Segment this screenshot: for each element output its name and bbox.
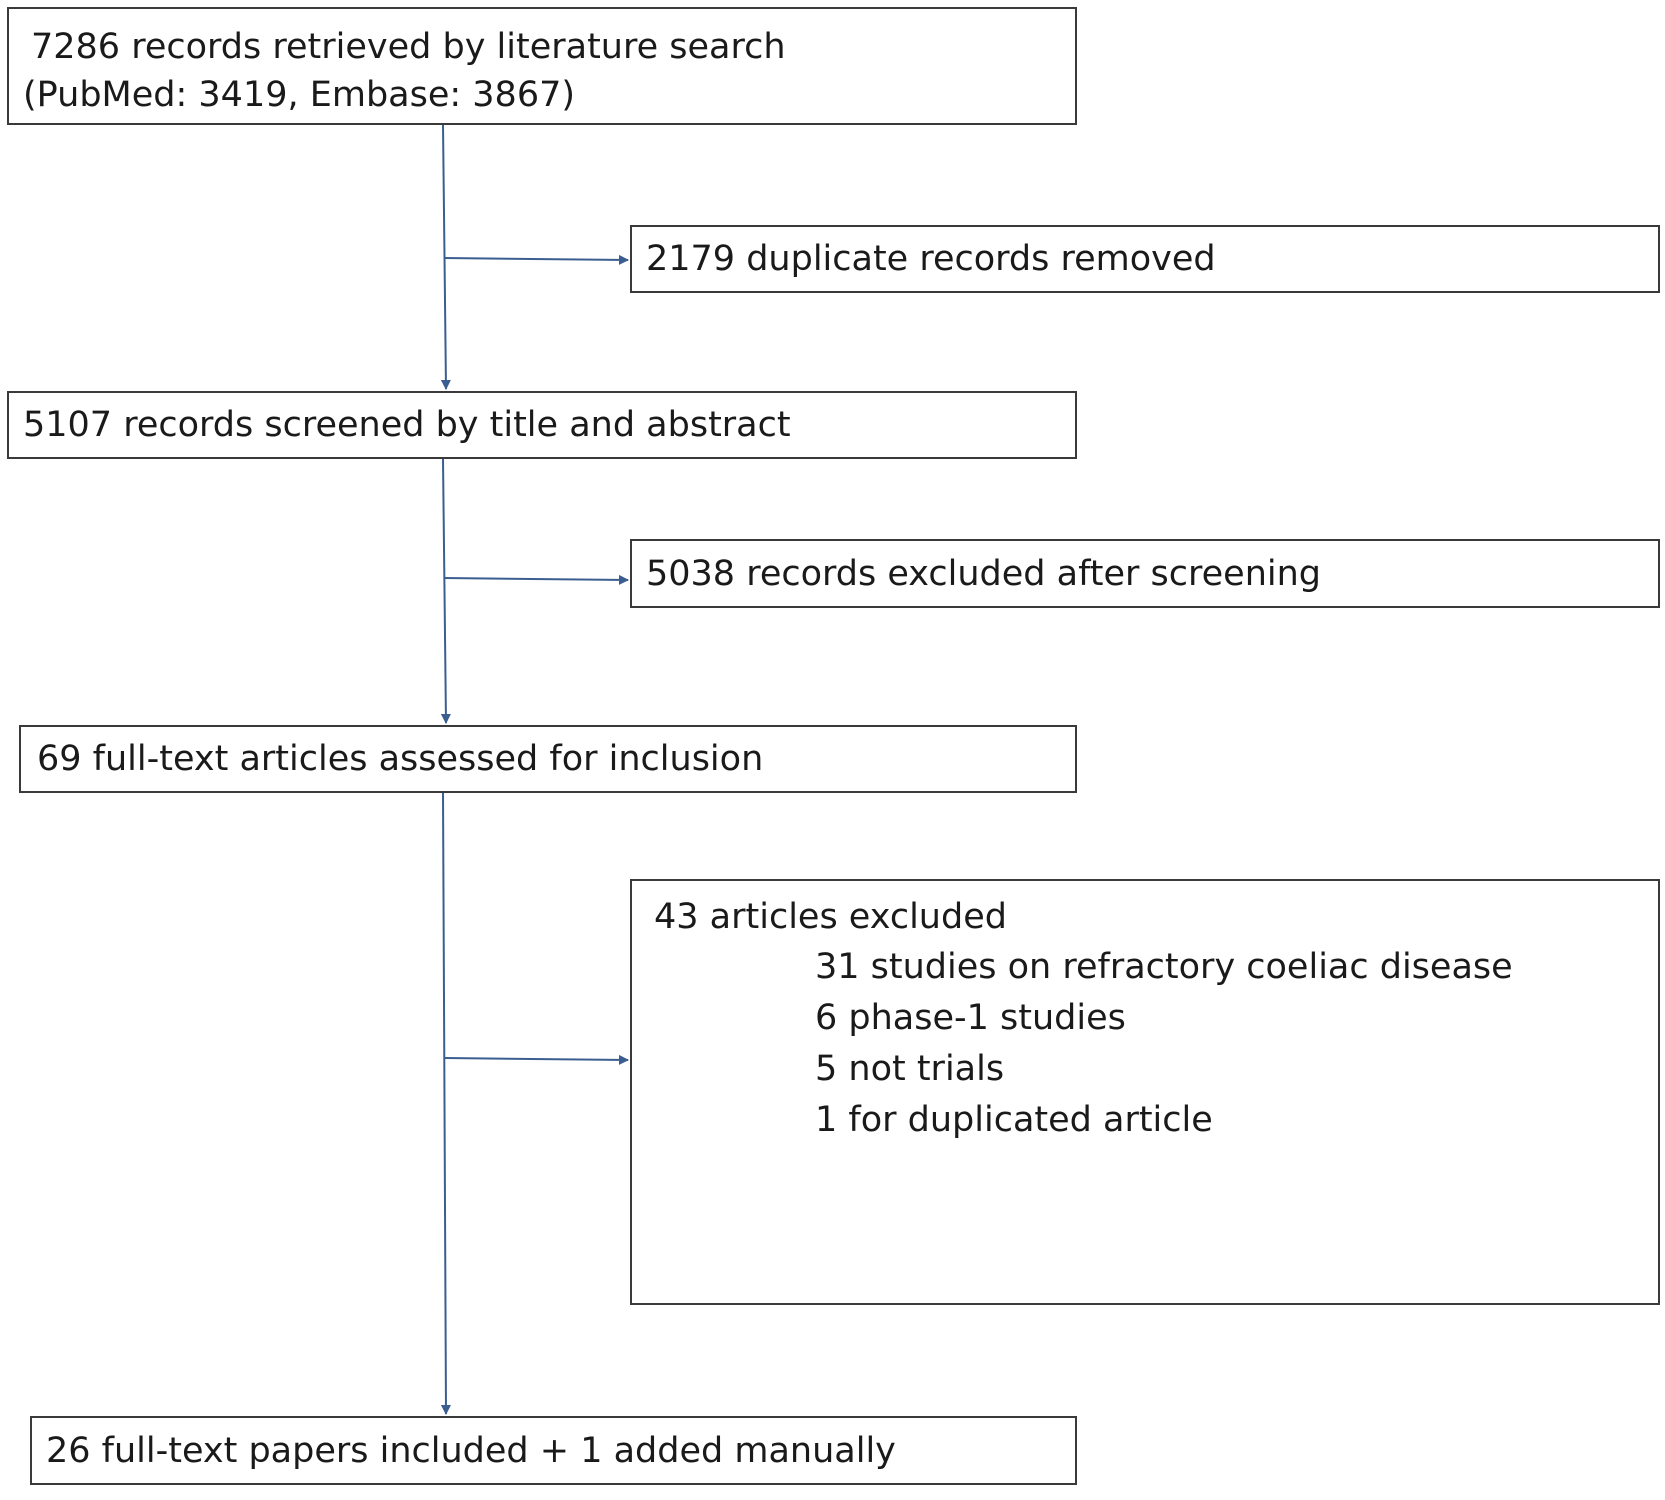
excluded-full-text-heading: 43 articles excluded	[654, 897, 1007, 937]
full-text-assessed-box: 69 full-text articles assessed for inclu…	[19, 725, 1077, 793]
full-text-assessed-label: 69 full-text articles assessed for inclu…	[37, 739, 764, 779]
arrow-identified-to-screened	[440, 124, 451, 390]
excluded-screening-box: 5038 records excluded after screening	[630, 539, 1660, 608]
arrow-screened-to-fulltext	[440, 458, 451, 724]
identified-line-1: 7286 records retrieved by literature sea…	[31, 27, 786, 67]
screened-label: 5107 records screened by title and abstr…	[23, 405, 791, 445]
exclusion-reason-item: 6 phase-1 studies	[815, 998, 1126, 1038]
excluded-full-text-box: 43 articles excluded 31 studies on refra…	[630, 879, 1660, 1305]
arrow-to-excluded-fulltext	[444, 1054, 629, 1065]
screened-box: 5107 records screened by title and abstr…	[7, 391, 1077, 459]
included-box: 26 full-text papers included + 1 added m…	[30, 1416, 1077, 1485]
exclusion-reason-item: 1 for duplicated article	[815, 1100, 1213, 1140]
exclusion-reasons-list: 31 studies on refractory coeliac disease…	[815, 942, 1513, 1146]
arrow-to-duplicates-removed	[443, 254, 629, 265]
exclusion-reason-item: 31 studies on refractory coeliac disease	[815, 947, 1513, 987]
arrow-to-excluded-screening	[443, 574, 629, 585]
included-label: 26 full-text papers included + 1 added m…	[46, 1431, 896, 1471]
exclusion-reason-item: 5 not trials	[815, 1049, 1005, 1089]
excluded-screening-label: 5038 records excluded after screening	[646, 554, 1322, 594]
duplicates-removed-label: 2179 duplicate records removed	[646, 239, 1216, 279]
duplicates-removed-box: 2179 duplicate records removed	[630, 225, 1660, 293]
identified-box: 7286 records retrieved by literature sea…	[7, 7, 1077, 125]
identified-line-2: (PubMed: 3419, Embase: 3867)	[23, 75, 576, 115]
arrow-fulltext-to-included	[440, 792, 451, 1415]
